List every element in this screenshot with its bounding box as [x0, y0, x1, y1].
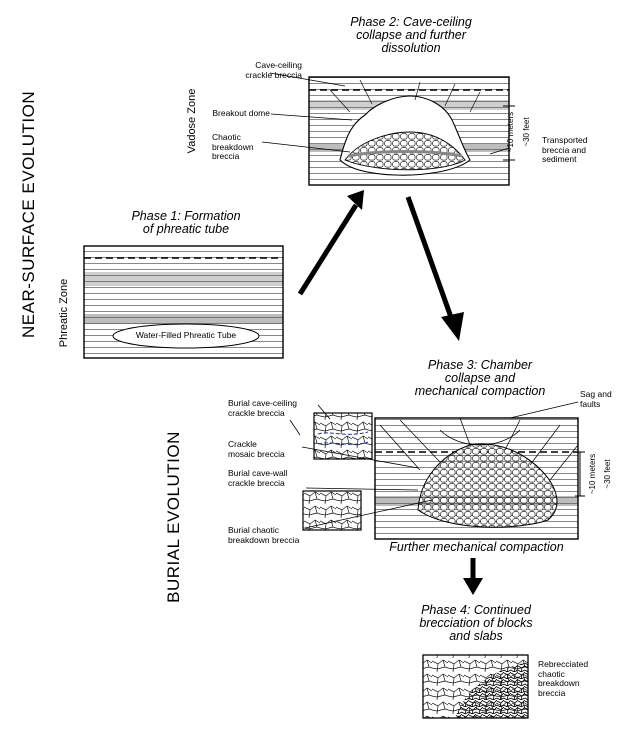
phase2-panel	[308, 76, 510, 186]
vadose-zone-label: Vadose Zone	[186, 88, 198, 154]
crackle-breccia-label: Cave-ceiling crackle breccia	[245, 60, 302, 80]
phase3-caption: Further mechanical compaction	[389, 540, 564, 554]
phase2-title: Phase 2: Cave-ceiling collapse and furth…	[350, 15, 472, 55]
burial-ceiling-breccia-label: Burial cave-ceiling crackle breccia	[228, 398, 297, 418]
near-surface-title: NEAR-SURFACE EVOLUTION	[19, 90, 38, 338]
phase1-panel	[83, 245, 284, 359]
phase2-scale-meters: ~10 meters	[506, 111, 515, 153]
chaotic-breccia-label: Chaotic breakdown breccia	[212, 132, 254, 161]
breakout-dome-label: Breakout dome	[212, 108, 270, 118]
phase4-title: Phase 4: Continued brecciation of blocks…	[419, 603, 533, 643]
inset-wall-breccia	[302, 490, 362, 531]
cave-wall-breccia-label: Burial cave-wall crackle breccia	[228, 468, 288, 488]
phase2-scale-feet: ~30 feet	[522, 117, 531, 147]
flow-arrows	[297, 190, 483, 595]
rebrecciated-label: Rebrecciated chaotic breakdown breccia	[538, 659, 589, 698]
burial-title: BURIAL EVOLUTION	[164, 431, 183, 603]
phase3-scale-feet: ~30 feet	[603, 459, 612, 489]
mosaic-breccia-label: Crackle mosaic breccia	[228, 439, 285, 459]
phreatic-tube-label: Water-Filled Phreatic Tube	[135, 330, 237, 340]
inset-ceiling-breccia	[313, 412, 373, 460]
phase3-title: Phase 3: Chamber collapse and mechanical…	[414, 358, 546, 398]
leader-lines	[261, 72, 579, 529]
sag-faults-label: Sag and faults	[580, 389, 612, 409]
transported-breccia-label: Transported breccia and sediment	[542, 135, 588, 164]
phase1-title: Phase 1: Formation of phreatic tube	[131, 209, 241, 236]
phase3-scale-meters: ~10 meters	[588, 453, 597, 495]
phase3-panel	[374, 417, 579, 540]
phreatic-zone-label: Phreatic Zone	[58, 278, 70, 348]
burial-chaotic-breccia-label: Burial chaotic breakdown breccia	[228, 525, 300, 545]
phase4-panel	[422, 654, 529, 719]
